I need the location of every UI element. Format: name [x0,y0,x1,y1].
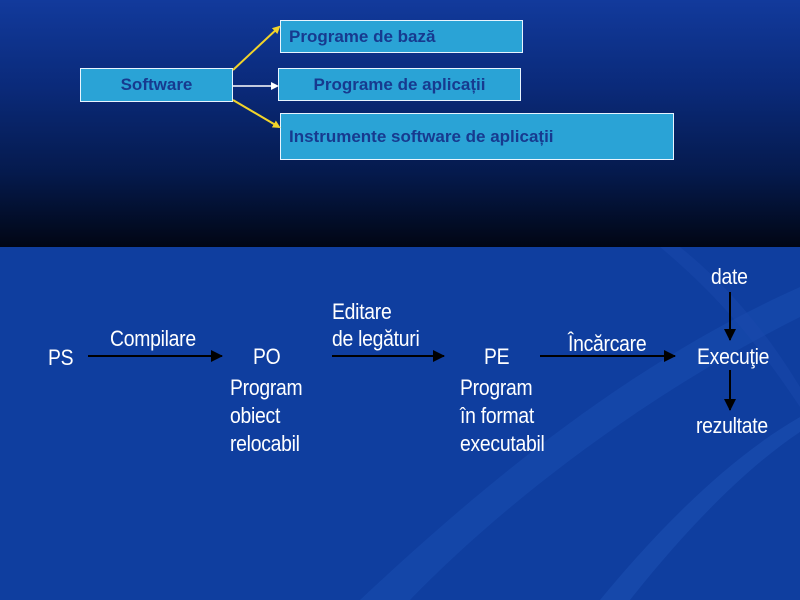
executie-label: Execuţie [697,344,770,369]
pe-description-line-1: Program [460,375,533,400]
background-swirl [360,247,800,600]
incarcare-label: Încărcare [568,331,647,356]
date-label: date [711,264,748,289]
po-description-line-3: relocabil [230,431,300,456]
instrumente-software-box: Instrumente software de aplicații [280,113,674,160]
editare-label-line-1: Editare [332,299,392,324]
programe-de-baza-box: Programe de bază [280,20,523,53]
compilare-label: Compilare [110,326,196,351]
pe-description-line-2: în format [460,403,535,428]
instrumente-software-label: Instrumente software de aplicații [289,126,554,146]
po-label: PO [253,344,281,369]
editare-label-line-2: de legături [332,326,420,351]
software-box: Software [80,68,233,102]
programe-de-aplicatii-box: Programe de aplicații [278,68,521,101]
rezultate-label: rezultate [696,413,768,438]
po-description-line-2: obiect [230,403,281,428]
programe-de-baza-label: Programe de bază [289,26,436,46]
po-description-line-1: Program [230,375,303,400]
pe-label: PE [484,344,510,369]
arrow-to-programe-de-baza [232,25,281,71]
programe-de-aplicatii-label: Programe de aplicații [313,74,486,94]
arrow-to-instrumente-software [232,99,281,129]
software-label: Software [120,75,193,94]
program-flow-panel [0,247,800,600]
pe-description-line-3: executabil [460,431,545,456]
ps-label: PS [48,345,74,370]
